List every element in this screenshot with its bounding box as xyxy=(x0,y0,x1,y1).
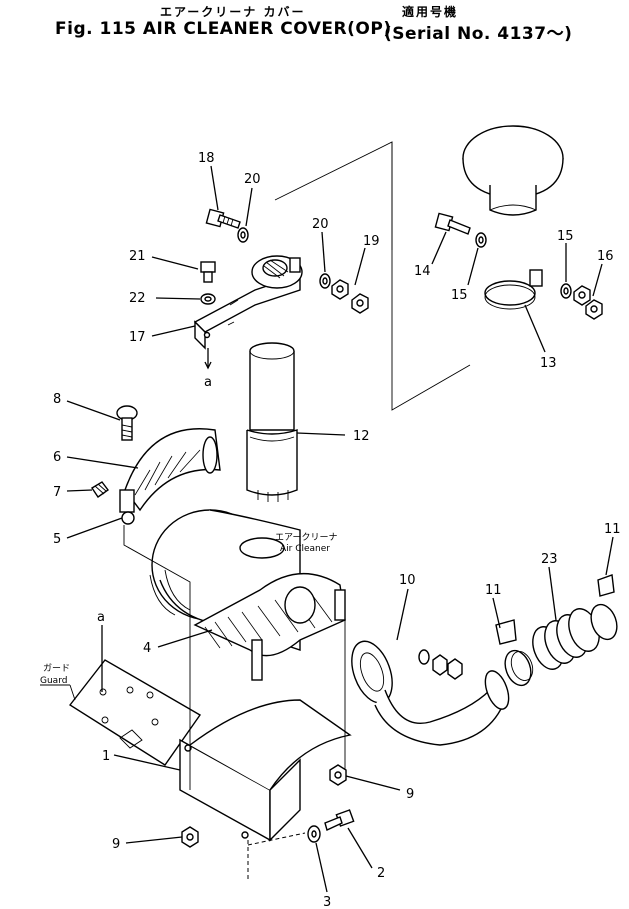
callout-18: 18 xyxy=(198,151,215,166)
callout-5: 5 xyxy=(53,532,61,547)
rain-cap xyxy=(462,125,564,216)
callout-8: 8 xyxy=(53,392,61,407)
washer-part-15-upper xyxy=(475,232,487,248)
hose-part-23 xyxy=(532,608,600,670)
washer-part-15-lower xyxy=(560,283,572,299)
bolt-part-21 xyxy=(200,261,216,283)
guard-plate xyxy=(68,625,202,766)
callout-17: 17 xyxy=(129,330,146,345)
clamp-part-11-right xyxy=(590,574,618,641)
washer-part-20-left xyxy=(237,227,249,243)
callout-10: 10 xyxy=(399,573,416,588)
clamp-part-11-left xyxy=(495,619,534,687)
callout-6: 6 xyxy=(53,450,61,465)
callout-15-right: 15 xyxy=(557,229,574,244)
washer-set-10 xyxy=(418,649,463,680)
callout-21: 21 xyxy=(129,249,146,264)
serial-number-range: (Serial No. 4137～) xyxy=(384,24,573,44)
bolt-part-14 xyxy=(434,212,471,235)
bolt-part-18 xyxy=(205,208,241,229)
callout-11-left: 11 xyxy=(485,583,502,598)
air-cleaner-label-en: Air Cleaner xyxy=(280,544,330,554)
cover-part-1 xyxy=(179,699,352,842)
callout-4: 4 xyxy=(143,641,151,656)
callout-7: 7 xyxy=(53,485,61,500)
guard-label-jp: ガード xyxy=(43,663,70,674)
serial-label-japanese: 適用号機 xyxy=(402,5,459,19)
washer-part-3 xyxy=(307,825,321,843)
callout-1: 1 xyxy=(102,749,110,764)
bolt-part-8 xyxy=(116,405,138,441)
nut-part-19 xyxy=(331,279,369,314)
title-japanese: エアークリーナ カバー xyxy=(160,5,306,19)
callout-2: 2 xyxy=(377,866,385,881)
reference-label-a-top: a xyxy=(204,375,212,390)
band-part-4 xyxy=(193,573,346,681)
bolt-part-2 xyxy=(324,809,355,831)
callout-9-left: 9 xyxy=(112,837,120,852)
exhaust-pipe-part-12 xyxy=(246,342,298,502)
callout-22: 22 xyxy=(129,291,146,306)
callout-23: 23 xyxy=(541,552,558,567)
reference-label-a-bottom: a xyxy=(97,610,105,625)
washer-part-20-right xyxy=(319,273,331,289)
callout-15-left: 15 xyxy=(451,288,468,303)
figure-title: Fig. 115 AIR CLEANER COVER(OP) xyxy=(55,19,392,39)
nut-part-16 xyxy=(573,285,603,320)
bracket-part-17 xyxy=(193,255,303,350)
callout-20-right: 20 xyxy=(312,217,329,232)
callout-9-right: 9 xyxy=(406,787,414,802)
bolt-part-7 xyxy=(91,481,109,498)
clamp-part-13 xyxy=(484,269,543,310)
callout-13: 13 xyxy=(540,356,557,371)
callout-11-right: 11 xyxy=(604,522,621,537)
band-part-6 xyxy=(119,428,221,513)
bolt-part-5 xyxy=(121,511,135,525)
guard-label-en: Guard xyxy=(40,676,67,686)
nut-part-9-lower xyxy=(181,826,199,848)
callout-12: 12 xyxy=(353,429,370,444)
callout-14: 14 xyxy=(414,264,431,279)
elbow-part-10 xyxy=(351,640,510,746)
callout-3: 3 xyxy=(323,895,331,909)
callout-16: 16 xyxy=(597,249,614,264)
air-cleaner-label-jp: エアークリーナ xyxy=(275,532,337,543)
callout-20-upper: 20 xyxy=(244,172,261,187)
callout-19: 19 xyxy=(363,234,380,249)
washer-part-22 xyxy=(200,293,216,305)
nut-part-9-upper xyxy=(329,764,347,786)
